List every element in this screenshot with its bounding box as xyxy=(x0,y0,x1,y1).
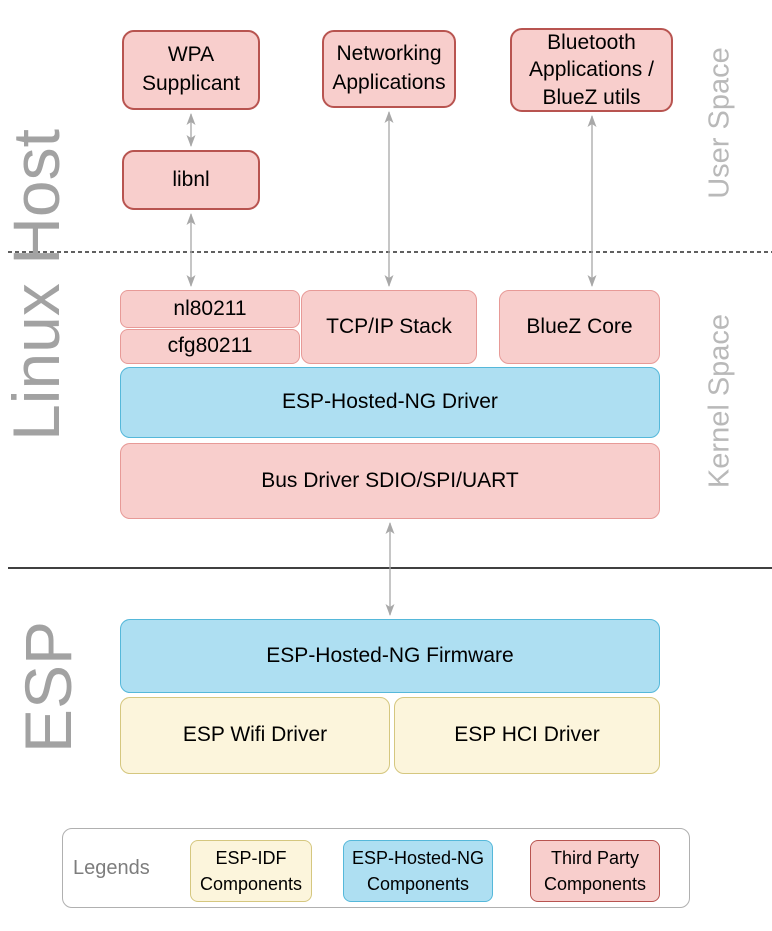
bus-driver-box: Bus Driver SDIO/SPI/UART xyxy=(120,443,660,519)
wpa-supplicant-box: WPA Supplicant xyxy=(122,30,260,110)
legend-third-party-chip: Third Party Components xyxy=(530,840,660,902)
user-space-label: User Space xyxy=(703,47,736,199)
networking-apps-box: Networking Applications xyxy=(322,30,456,108)
cfg80211-box: cfg80211 xyxy=(120,329,300,364)
esp-hosted-driver-box: ESP-Hosted-NG Driver xyxy=(120,367,660,438)
legend-esp-idf-chip: ESP-IDF Components xyxy=(190,840,312,902)
libnl-box: libnl xyxy=(122,150,260,210)
nl80211-box: nl80211 xyxy=(120,290,300,328)
tcpip-stack-box: TCP/IP Stack xyxy=(301,290,477,364)
legend-title: Legends xyxy=(73,856,150,879)
esp-hci-driver-box: ESP HCI Driver xyxy=(394,697,660,774)
bluetooth-apps-box: Bluetooth Applications / BlueZ utils xyxy=(510,28,673,112)
esp-section-label: ESP xyxy=(11,620,85,754)
linux-host-section-label: Linux Host xyxy=(0,129,73,441)
legend-esp-hosted-ng-chip: ESP-Hosted-NG Components xyxy=(343,840,493,902)
kernel-space-label: Kernel Space xyxy=(703,313,736,489)
bluez-core-box: BlueZ Core xyxy=(499,290,660,364)
esp-hosted-firmware-box: ESP-Hosted-NG Firmware xyxy=(120,619,660,693)
esp-wifi-driver-box: ESP Wifi Driver xyxy=(120,697,390,774)
